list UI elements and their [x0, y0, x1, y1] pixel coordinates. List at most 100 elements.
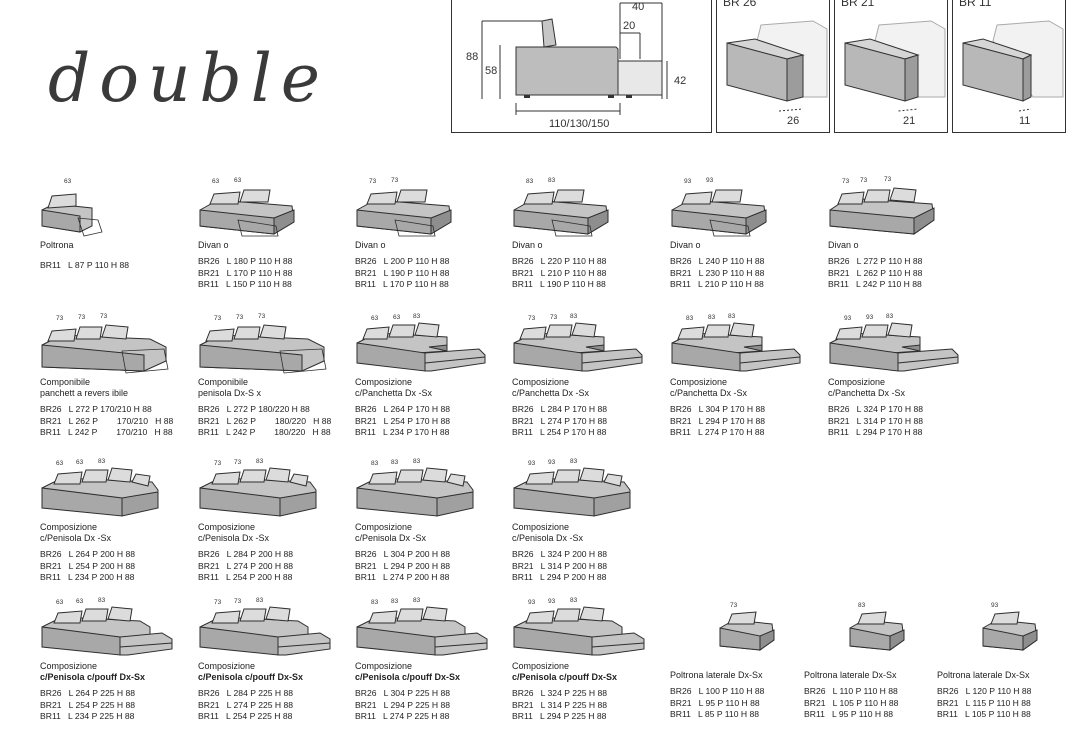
br-label: BR 11	[959, 0, 992, 9]
seat-width-label: 83	[570, 313, 578, 320]
spec-line: BR21 L 274 P 200 H 88	[198, 560, 294, 571]
seat-width-label: 63	[234, 177, 242, 184]
seat-width-label: 73	[528, 315, 536, 322]
product-name-line: Composizione	[512, 377, 570, 387]
seat-width-label: 73	[56, 315, 64, 322]
spec-line: BR26 L 100 P 110 H 88	[670, 686, 765, 696]
spec-line: BR21 L 262 P 110 H 88	[828, 267, 923, 278]
product-drawing: 63	[40, 176, 190, 238]
product-name: Poltrona	[40, 240, 190, 251]
spec-line: BR11 L 95 P 110 H 88	[804, 709, 894, 719]
seat-width-label: 93	[844, 315, 852, 322]
seat-width-label: 73	[214, 599, 222, 606]
spec-line: BR21 L 314 P 200 H 88	[512, 560, 608, 571]
spec-line: BR26 L 324 P 170 H 88	[828, 404, 924, 414]
product-name-line: Componibile	[40, 377, 91, 387]
seat-width-label: 73	[234, 459, 242, 466]
spec-line: BR11 L 242 P 180/220 H 88	[198, 427, 331, 437]
seat-width-label: 63	[64, 178, 72, 185]
product-name-line: c/Penisola Dx -Sx	[512, 533, 584, 543]
product-name-line: Composizione	[355, 522, 413, 532]
product-name-line: Componibile	[198, 377, 249, 387]
product-drawing: 83	[804, 600, 954, 662]
product-name-line: Composizione	[40, 661, 98, 671]
profile-drawing	[481, 2, 668, 115]
seat-width-label: 83	[98, 597, 106, 604]
spec-line: BR26 L 220 P 110 H 88	[512, 256, 607, 266]
product-name-line: Composizione	[355, 661, 413, 671]
spec-line: BR26 L 264 P 200 H 88	[40, 549, 136, 559]
product-name: Divan o	[198, 240, 348, 251]
spec-line: BR26 L 324 P 225 H 88	[512, 688, 608, 698]
product-name: Divan o	[670, 240, 820, 251]
spec-line: BR26 L 272 P 110 H 88	[828, 256, 923, 266]
seat-width-label: 83	[371, 599, 379, 606]
dim-inner: 20	[623, 20, 636, 32]
spec-line: BR21 L 314 P 170 H 88	[828, 415, 924, 426]
seat-width-label: 83	[686, 315, 694, 322]
spec-line: BR11 L 190 P 110 H 88	[512, 279, 606, 289]
product-name: Poltrona laterale Dx-Sx	[804, 670, 954, 681]
product-name-line: Divan o	[198, 240, 229, 250]
product-name-line: c/Penisola Dx -Sx	[198, 533, 270, 543]
spec-line: BR11 L 294 P 170 H 88	[828, 427, 923, 437]
spec-line: BR26 L 324 P 200 H 88	[512, 549, 608, 559]
profile-dimension-diagram: 40 20 88 58 42 110/130/150	[451, 0, 712, 133]
seat-width-label: 73	[258, 313, 266, 320]
product-name-line: Composizione	[512, 661, 570, 671]
spec-line: BR26 L 200 P 110 H 88	[355, 256, 450, 266]
spec-line: BR11 L 170 P 110 H 88	[355, 279, 449, 289]
seat-width-label: 73	[214, 460, 222, 467]
dim-height: 88	[466, 51, 479, 63]
spec-line: BR11 L 210 P 110 H 88	[670, 279, 764, 289]
spec-line: BR21 L 95 P 110 H 88	[670, 697, 760, 708]
spec-line: BR11 L 150 P 110 H 88	[198, 279, 292, 289]
br-option-11: BR 11 11	[952, 0, 1066, 133]
spec-line: BR11 L 254 P 225 H 88	[198, 711, 293, 721]
seat-width-label: 83	[526, 178, 534, 185]
product-name-line: c/Penisola Dx -Sx	[355, 533, 427, 543]
product-name-line: Composizione	[40, 522, 98, 532]
spec-line: BR26 L 110 P 110 H 88	[804, 686, 898, 696]
seat-width-label: 83	[256, 458, 264, 465]
seat-width-label: 83	[256, 597, 264, 604]
product-name: Divan o	[355, 240, 505, 251]
product-name-line: c/Penisola c/pouff Dx-Sx	[512, 672, 618, 682]
seat-width-label: 73	[550, 314, 558, 321]
dim-top: 40	[632, 1, 645, 13]
spec-line: BR21 L 230 P 110 H 88	[670, 267, 765, 278]
spec-line: BR11 L 234 P 200 H 88	[40, 572, 135, 582]
spec-line: BR26 L 264 P 225 H 88	[40, 688, 136, 698]
product-name-line: Composizione	[355, 377, 413, 387]
seat-width-label: 73	[730, 602, 738, 609]
seat-width-label: 93	[684, 178, 692, 185]
